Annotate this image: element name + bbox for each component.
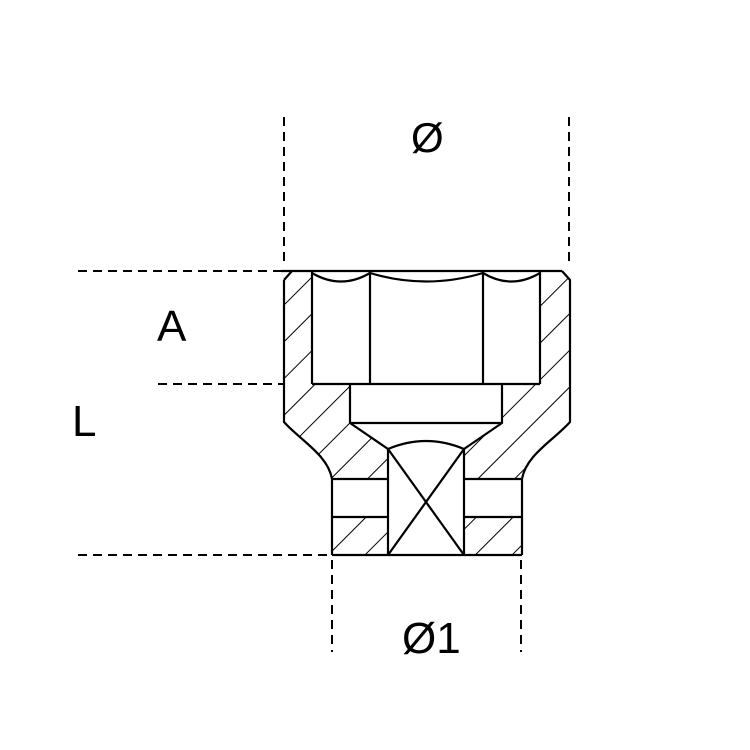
drive-diameter-label: Ø1 <box>402 614 461 663</box>
socket-depth-label: A <box>157 302 187 351</box>
length-label: L <box>72 397 97 446</box>
outlines <box>281 269 572 557</box>
dimension-lines <box>78 117 570 652</box>
hatched-sections <box>284 271 570 555</box>
outer-diameter-label: Ø <box>411 114 444 161</box>
